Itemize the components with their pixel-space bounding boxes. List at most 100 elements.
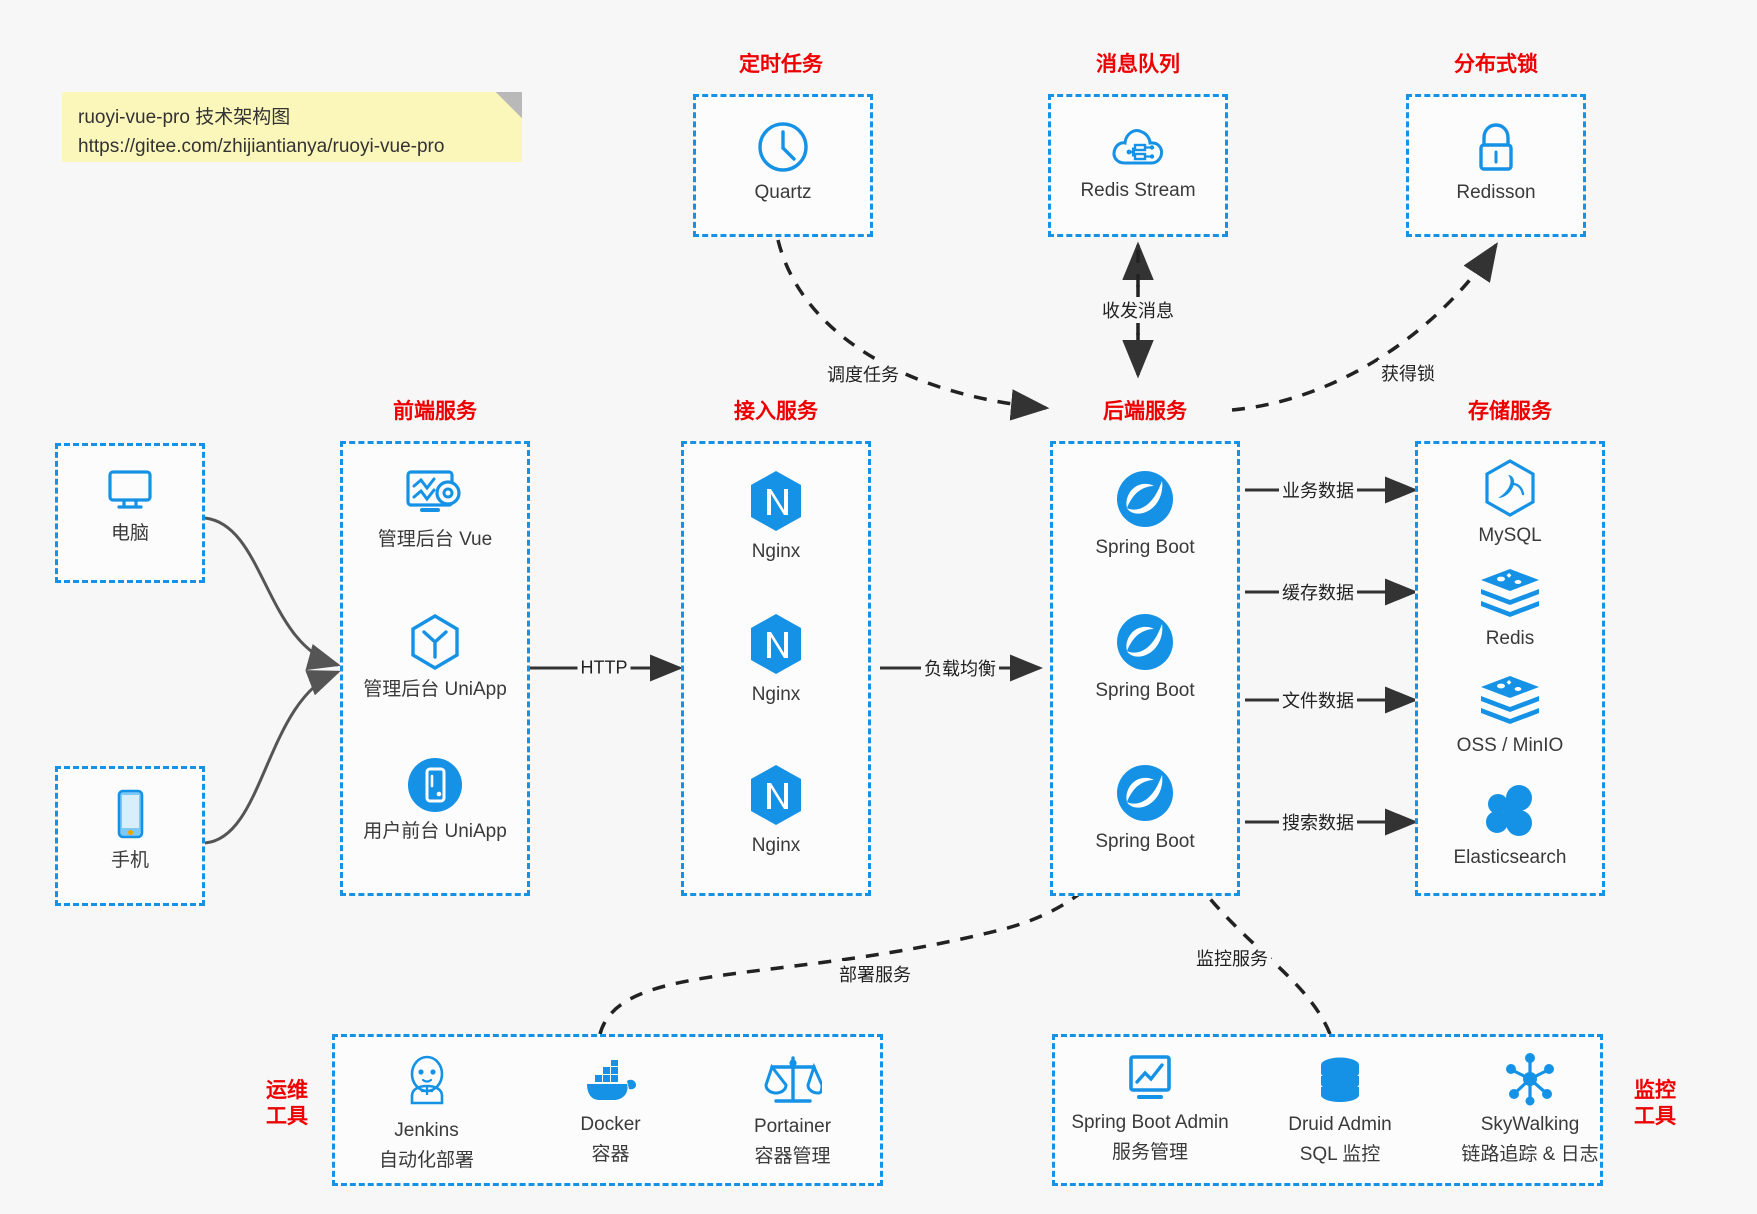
node-label: Docker bbox=[580, 1114, 641, 1135]
node-label: 手机 bbox=[110, 850, 149, 871]
node-portainer[interactable]: Portainer 容器管理 bbox=[701, 1053, 884, 1170]
node-springboot-3[interactable]: Spring Boot bbox=[1053, 762, 1237, 854]
lock-icon bbox=[1479, 123, 1513, 171]
node-redis-stream[interactable]: Redis Stream bbox=[1051, 119, 1225, 203]
node-spring-boot-admin[interactable]: Spring Boot Admin 服务管理 bbox=[1055, 1053, 1245, 1166]
node-admin-vue[interactable]: 管理后台 Vue bbox=[343, 466, 527, 552]
node-label: Nginx bbox=[751, 835, 801, 856]
node-springboot-1[interactable]: Spring Boot bbox=[1053, 468, 1237, 560]
edge-label-file-data: 文件数据 bbox=[1279, 687, 1357, 713]
node-sublabel: 容器管理 bbox=[754, 1146, 831, 1168]
nginx-icon bbox=[751, 614, 801, 674]
node-user-uniapp[interactable]: 用户前台 UniApp bbox=[343, 756, 527, 844]
mysql-dolphin-icon bbox=[1485, 459, 1535, 517]
node-nginx-3[interactable]: Nginx bbox=[684, 762, 868, 858]
node-admin-uniapp[interactable]: 管理后台 UniApp bbox=[343, 612, 527, 702]
node-label: Spring Boot bbox=[1095, 537, 1195, 558]
smartphone-icon bbox=[117, 789, 144, 839]
node-label: Quartz bbox=[754, 182, 812, 203]
node-label: Nginx bbox=[751, 541, 801, 562]
group-header-frontend: 前端服务 bbox=[393, 400, 477, 423]
node-label: MySQL bbox=[1478, 525, 1542, 546]
edge-label-http: HTTP bbox=[577, 657, 631, 679]
node-oss-minio[interactable]: OSS / MinIO bbox=[1418, 672, 1602, 758]
edge-label-business-data: 业务数据 bbox=[1279, 477, 1357, 503]
skywalking-node-icon bbox=[1506, 1053, 1554, 1106]
node-quartz[interactable]: Quartz bbox=[696, 119, 870, 205]
group-header-devops: 运维 工具 bbox=[252, 1078, 322, 1131]
devops-header-line2: 工具 bbox=[266, 1105, 308, 1129]
node-nginx-1[interactable]: Nginx bbox=[684, 468, 868, 564]
elasticsearch-icon bbox=[1486, 785, 1532, 836]
node-label: 电脑 bbox=[110, 523, 149, 544]
node-jenkins[interactable]: Jenkins 自动化部署 bbox=[335, 1051, 518, 1174]
group-box-scheduled-tasks: Quartz bbox=[693, 94, 873, 237]
redis-stack-icon bbox=[1481, 676, 1539, 724]
group-header-message-queue: 消息队列 bbox=[1096, 53, 1180, 76]
devops-header-line1: 运维 bbox=[266, 1079, 308, 1102]
node-label: Elasticsearch bbox=[1453, 847, 1567, 868]
node-sublabel: 服务管理 bbox=[1111, 1142, 1188, 1164]
group-box-monitoring: Spring Boot Admin 服务管理 Druid Admin SQL 监… bbox=[1052, 1034, 1603, 1186]
nginx-icon bbox=[751, 471, 801, 531]
node-druid-admin[interactable]: Druid Admin SQL 监控 bbox=[1245, 1055, 1435, 1168]
cloud-network-icon bbox=[1112, 129, 1163, 165]
hexagon-y-icon bbox=[411, 614, 459, 670]
node-label: 管理后台 Vue bbox=[377, 529, 493, 550]
edge-label-send-recv-msg: 收发消息 bbox=[1099, 297, 1177, 323]
node-redisson[interactable]: Redisson bbox=[1409, 119, 1583, 205]
group-box-computer: 电脑 bbox=[55, 443, 205, 583]
group-header-gateway: 接入服务 bbox=[734, 400, 818, 423]
note-fold-icon bbox=[496, 92, 522, 118]
group-header-distributed-lock: 分布式锁 bbox=[1454, 53, 1538, 76]
edge-label-load-balance: 负载均衡 bbox=[921, 655, 999, 681]
clock-icon bbox=[758, 122, 808, 172]
dashboard-gear-icon bbox=[406, 470, 461, 512]
node-springboot-2[interactable]: Spring Boot bbox=[1053, 611, 1237, 703]
node-nginx-2[interactable]: Nginx bbox=[684, 611, 868, 707]
node-label: Spring Boot bbox=[1095, 680, 1195, 701]
node-sublabel: 链路追踪 & 日志 bbox=[1461, 1144, 1599, 1166]
node-label: Spring Boot bbox=[1095, 831, 1195, 852]
note-url: https://gitee.com/zhijiantianya/ruoyi-vu… bbox=[78, 135, 445, 157]
node-redis[interactable]: Redis bbox=[1418, 565, 1602, 651]
node-docker[interactable]: Docker 容器 bbox=[519, 1057, 702, 1168]
group-box-gateway: Nginx Nginx Nginx bbox=[681, 441, 871, 896]
monitor-chart-icon bbox=[1129, 1055, 1171, 1099]
docker-whale-icon bbox=[586, 1060, 636, 1100]
group-box-frontend: 管理后台 Vue 管理后台 UniApp 用户前台 UniApp bbox=[340, 441, 530, 896]
node-sublabel: 容器 bbox=[591, 1144, 630, 1166]
node-label: Druid Admin bbox=[1288, 1114, 1392, 1135]
monitoring-header-line1: 监控 bbox=[1634, 1079, 1676, 1102]
edge-label-schedule-task: 调度任务 bbox=[824, 361, 902, 387]
group-box-message-queue: Redis Stream bbox=[1048, 94, 1228, 237]
group-box-devops: Jenkins 自动化部署 Docker 容器 bbox=[332, 1034, 883, 1186]
scales-icon bbox=[763, 1056, 822, 1103]
edge-label-monitor-service: 监控服务 bbox=[1193, 945, 1271, 971]
spring-leaf-icon bbox=[1117, 765, 1173, 821]
mobile-circle-icon bbox=[408, 758, 462, 812]
node-mysql[interactable]: MySQL bbox=[1418, 458, 1602, 548]
node-label: Redis bbox=[1485, 628, 1535, 649]
database-icon bbox=[1321, 1057, 1359, 1102]
spring-leaf-icon bbox=[1117, 614, 1173, 670]
edge-label-acquire-lock: 获得锁 bbox=[1378, 360, 1438, 386]
node-label: 用户前台 UniApp bbox=[363, 821, 507, 842]
redis-stack-icon bbox=[1481, 569, 1539, 617]
node-skywalking[interactable]: SkyWalking 链路追踪 & 日志 bbox=[1435, 1051, 1625, 1168]
node-label: Jenkins bbox=[394, 1120, 459, 1141]
node-label: Spring Boot Admin bbox=[1071, 1112, 1229, 1133]
monitoring-header-line2: 工具 bbox=[1634, 1105, 1676, 1129]
sticky-note: ruoyi-vue-pro 技术架构图 https://gitee.com/zh… bbox=[62, 92, 522, 162]
node-elasticsearch[interactable]: Elasticsearch bbox=[1418, 782, 1602, 870]
group-box-storage: MySQL Redis OSS / MinIO bbox=[1415, 441, 1605, 896]
node-sublabel: SQL 监控 bbox=[1299, 1144, 1381, 1166]
edge-label-deploy-service: 部署服务 bbox=[836, 961, 914, 987]
node-label: 管理后台 UniApp bbox=[363, 679, 507, 700]
node-label: Portainer bbox=[753, 1116, 832, 1137]
group-box-distributed-lock: Redisson bbox=[1406, 94, 1586, 237]
node-computer[interactable]: 电脑 bbox=[58, 464, 202, 546]
node-label: SkyWalking bbox=[1480, 1114, 1580, 1135]
node-phone[interactable]: 手机 bbox=[58, 787, 202, 873]
